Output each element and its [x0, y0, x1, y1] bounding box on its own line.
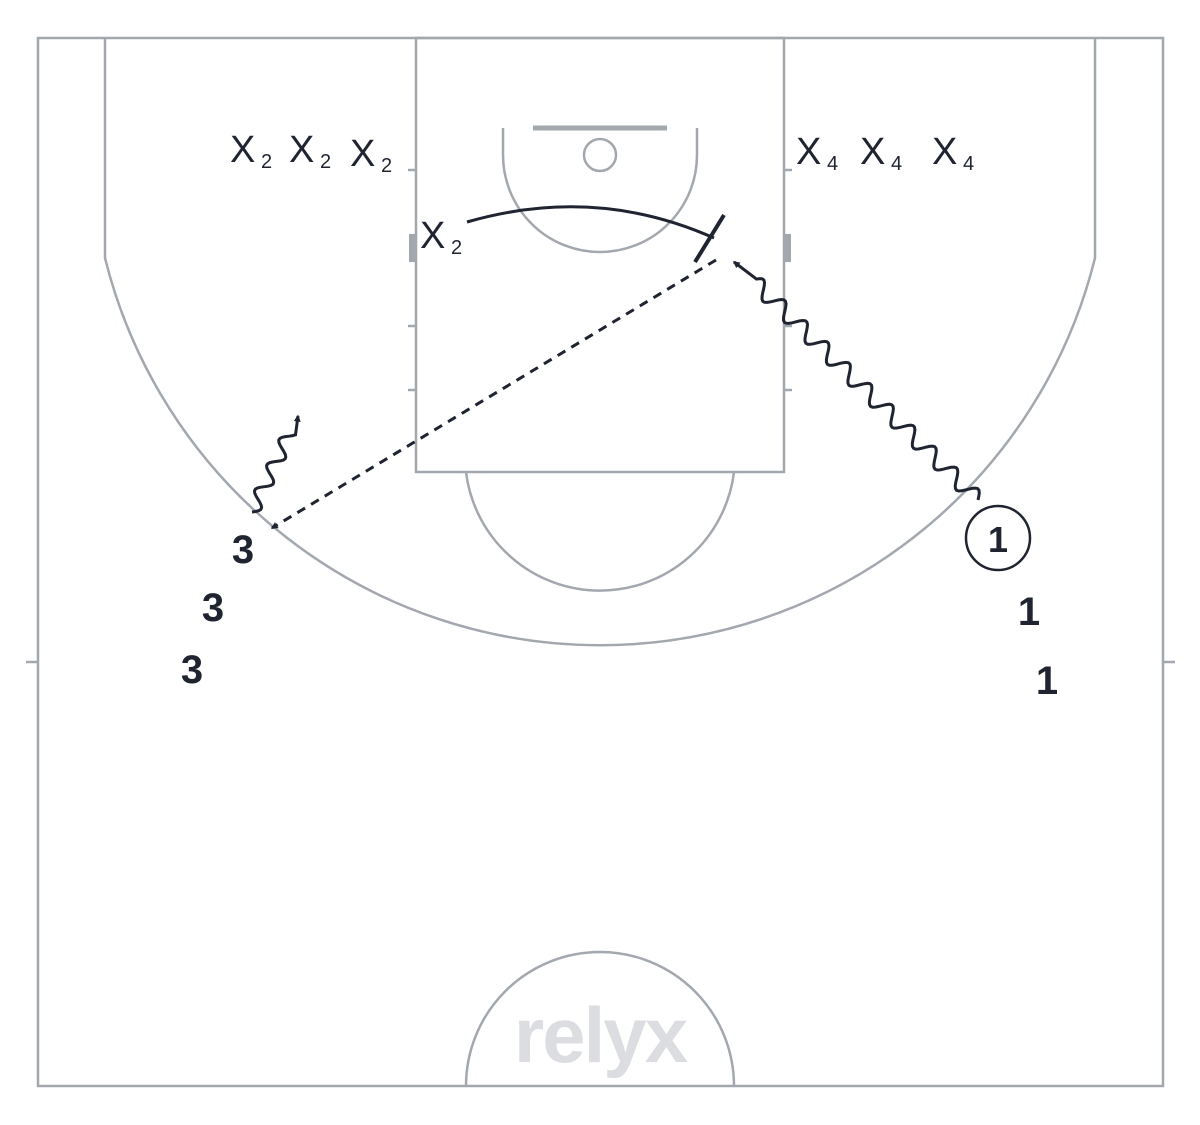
svg-text:X: X [289, 129, 314, 171]
three-point-line [103, 38, 1097, 647]
paint [414, 36, 786, 474]
ball-handler-circle [964, 504, 1032, 572]
defender-left-2: X 2 [289, 129, 331, 173]
svg-text:2: 2 [451, 237, 462, 259]
svg-text:X: X [932, 131, 957, 173]
svg-text:X: X [796, 131, 821, 173]
defender-left-1: X 2 [230, 129, 272, 173]
svg-text:X: X [860, 131, 885, 173]
offense-wing-3: 3 [232, 528, 254, 572]
dribble-line-1 [732, 260, 981, 501]
offense: 1 1 1 3 3 3 [181, 504, 1058, 703]
play-actions [251, 205, 981, 530]
lane-marks [408, 168, 792, 392]
defender-post: X 2 [420, 215, 462, 259]
center-circle [464, 950, 736, 1087]
svg-text:4: 4 [891, 153, 902, 175]
svg-text:2: 2 [261, 151, 272, 173]
screen-bar [693, 213, 726, 264]
offense-queue-right-1: 1 [1018, 590, 1040, 634]
svg-text:4: 4 [827, 153, 838, 175]
rim [582, 137, 618, 173]
defender-right-2: X 4 [860, 131, 902, 175]
lane-block-left [409, 234, 416, 262]
free-throw-circle [464, 471, 736, 592]
offense-queue-left-2: 3 [181, 648, 203, 692]
ball-handler-1: 1 [988, 519, 1008, 560]
court-lines [26, 36, 1175, 1088]
svg-text:2: 2 [381, 155, 392, 177]
defender-right-1: X 4 [796, 131, 838, 175]
screen-cut-line [466, 205, 715, 240]
defender-left-3: X 2 [350, 133, 392, 177]
svg-text:X: X [420, 215, 445, 257]
dribble-line-3 [251, 414, 301, 514]
defender-right-3: X 4 [932, 131, 974, 175]
defense: X 2 X 2 X 2 X 2 X 4 X 4 X 4 [230, 129, 974, 259]
svg-text:2: 2 [320, 151, 331, 173]
svg-text:X: X [350, 133, 375, 175]
offense-queue-right-2: 1 [1036, 659, 1058, 703]
watermark-logo: relyx [514, 991, 688, 1079]
svg-text:X: X [230, 129, 255, 171]
svg-text:4: 4 [963, 153, 974, 175]
pass-line [270, 258, 717, 530]
offense-queue-left-1: 3 [202, 586, 224, 630]
restricted-area [501, 128, 699, 254]
lane-block-right [784, 234, 791, 262]
